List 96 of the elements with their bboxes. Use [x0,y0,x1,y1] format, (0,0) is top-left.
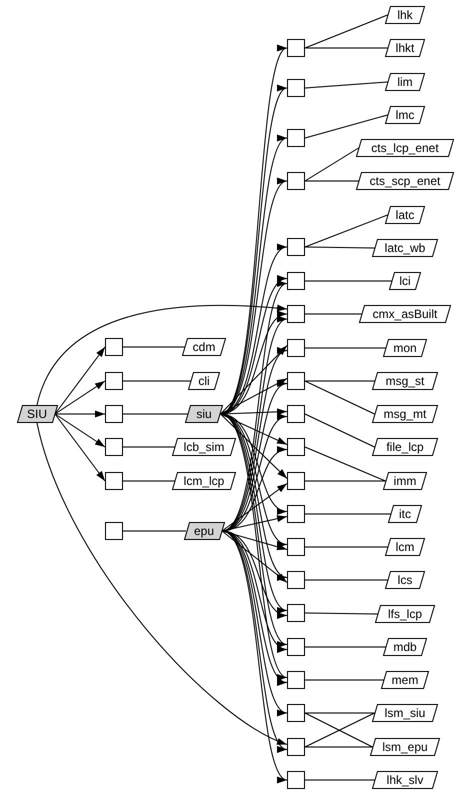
square-node [287,39,305,57]
square-node [105,405,123,423]
square-node [287,272,305,290]
parallelogram-node: lhk [385,6,425,24]
parallelogram-node: imm [383,472,427,490]
connector-line [304,746,373,748]
connector-line [304,646,386,648]
connector-line [122,480,175,482]
connector-line [304,414,375,448]
arrow [220,378,288,414]
square-node [287,671,305,689]
square-node [287,472,305,490]
parallelogram-node: lim [385,73,425,91]
square-node [287,505,305,523]
square-node [287,704,305,722]
parallelogram-node: mdb [383,638,427,656]
arrow [54,380,106,414]
arrow [222,530,288,583]
parallelogram-node: SIU [16,405,58,423]
connector-line [304,280,392,282]
square-node [287,538,305,556]
connector-line [304,148,359,182]
square-node [287,571,305,589]
square-node [105,472,123,490]
square-node [287,172,305,190]
parallelogram-node: file_lcp [372,438,438,456]
square-node [105,372,123,390]
connector-line [304,380,375,382]
parallelogram-node: cts_scp_enet [356,172,454,190]
parallelogram-node: lcm_lcp [172,472,236,490]
parallelogram-node: lcs [385,571,425,589]
connector-line [304,246,375,248]
parallelogram-node: mem [381,671,429,689]
connector-line [304,446,386,482]
square-node [287,405,305,423]
connector-line [122,530,186,532]
connector-line [304,712,375,714]
parallelogram-node: lcm [385,538,425,556]
parallelogram-node: siu [185,405,223,423]
connector-line [304,214,388,248]
parallelogram-node: lsm_epu [370,738,440,756]
arrow [220,414,288,479]
square-node [287,771,305,789]
square-node [105,338,123,356]
square-node [287,238,305,256]
parallelogram-node: itc [388,505,422,523]
parallelogram-node: msg_mt [372,405,438,423]
connector-line [304,612,378,614]
square-node [287,339,305,357]
parallelogram-node: lhkt [385,39,425,57]
square-node [287,305,305,323]
arrow [220,414,288,445]
connector-line [304,14,388,48]
arrow [36,422,288,745]
square-node [287,129,305,147]
arrow [36,304,288,406]
square-node [287,738,305,756]
connector-line [304,380,375,414]
connector-line [122,346,185,348]
connector-line [122,446,175,448]
arrow [222,530,288,550]
parallelogram-node: lfs_lcp [375,605,435,623]
arrow [54,346,106,414]
arrow [220,345,288,414]
parallelogram-node: lci [389,272,421,290]
square-node [287,604,305,622]
connector-line [304,546,388,548]
parallelogram-node: cmx_asBuilt [359,305,451,323]
connector-line [304,480,386,482]
parallelogram-node: epu [184,522,224,540]
arrow [222,483,288,532]
connector-line [122,380,191,382]
square-node [287,638,305,656]
parallelogram-node: lhk_slv [372,771,438,789]
square-node [287,79,305,97]
connector-line [304,114,388,138]
square-node [105,522,123,540]
parallelogram-node: lmc [385,106,425,124]
arrow [222,515,288,532]
parallelogram-node: cli [188,372,220,390]
connector-line [304,180,359,182]
parallelogram-node: latc [385,206,425,224]
parallelogram-node: mon [383,339,427,357]
square-node [287,438,305,456]
parallelogram-node: latc_wb [372,239,438,257]
parallelogram-node: cdm [182,338,226,356]
arrow [54,414,106,448]
arrow [54,414,106,482]
connector-line [304,82,388,88]
parallelogram-node: cts_lcp_enet [356,139,454,157]
arrow [54,410,106,418]
square-node [287,372,305,390]
parallelogram-node: lcb_sim [172,438,236,456]
parallelogram-node: lsm_siu [372,704,438,722]
square-node [105,438,123,456]
parallelogram-node: msg_st [372,372,438,390]
